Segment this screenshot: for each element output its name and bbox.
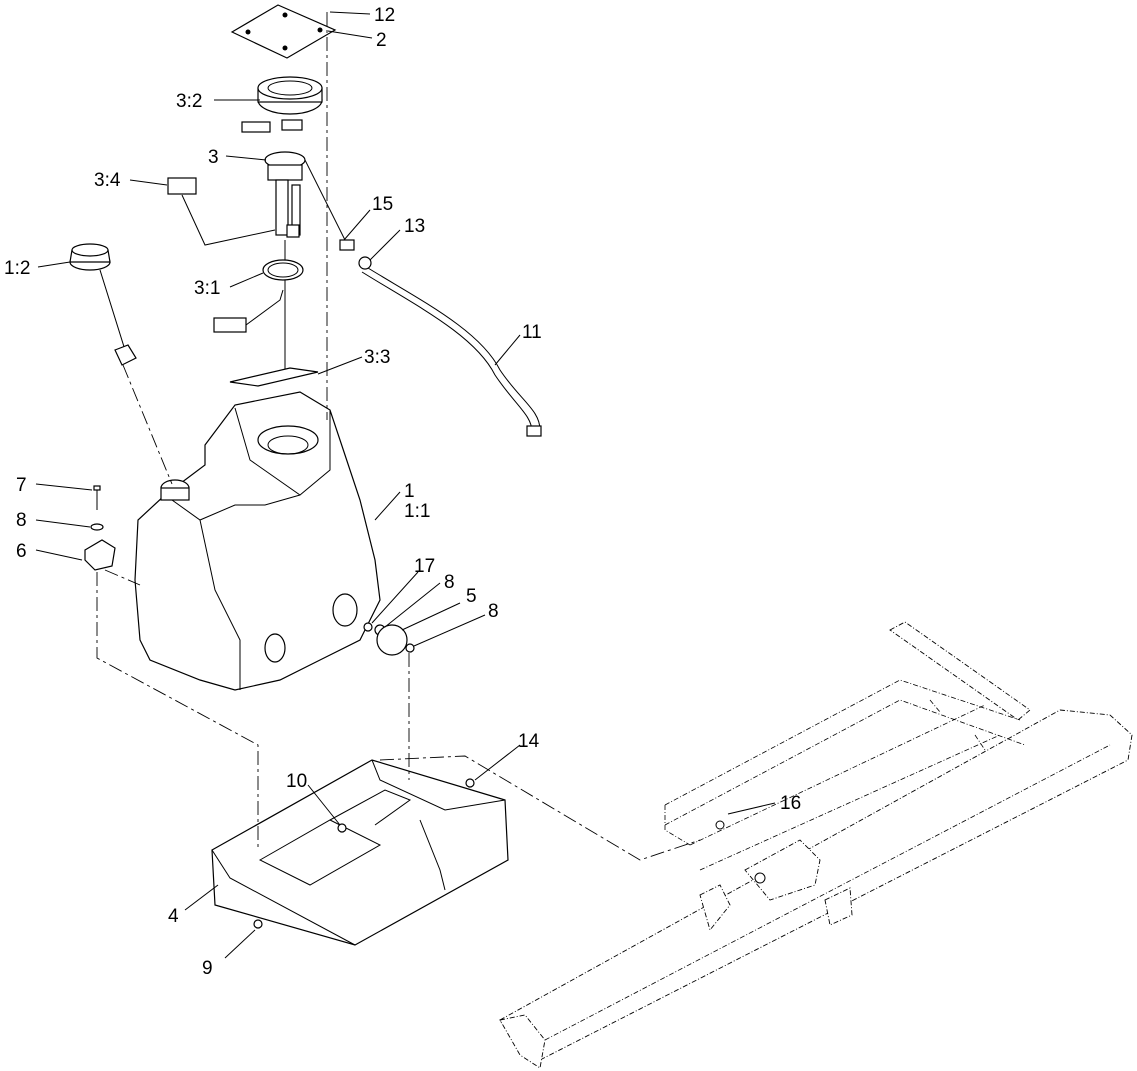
callout-17: 17 — [414, 556, 435, 577]
callout-5: 5 — [466, 586, 477, 607]
callout-9: 9 — [202, 958, 213, 979]
callout-11: 11 — [522, 322, 542, 343]
callout-14: 14 — [518, 731, 540, 752]
callout-1-1: 1:1 — [404, 501, 430, 522]
chassis-frame — [499, 621, 1133, 1069]
level-sender — [213, 289, 284, 333]
callout-labels: 12 2 3:2 3 3:4 15 13 1:2 3:1 11 3:3 7 1 … — [4, 5, 801, 979]
locking-ring — [257, 76, 323, 115]
connector-harness — [167, 177, 276, 246]
callout-1-2: 1:2 — [4, 258, 30, 279]
right-fasteners — [363, 622, 415, 656]
assembly-lines — [96, 12, 701, 861]
leader-lines — [35, 11, 776, 959]
callout-12: 12 — [374, 5, 395, 26]
callout-1: 1 — [404, 481, 415, 502]
callout-3-1: 3:1 — [194, 278, 220, 299]
fuel-tank — [134, 391, 381, 691]
pump-gasket — [262, 259, 304, 281]
callout-6: 6 — [16, 541, 27, 562]
callout-2: 2 — [376, 30, 387, 51]
fuel-cap — [69, 243, 137, 366]
callout-13: 13 — [404, 216, 425, 237]
callout-3-2: 3:2 — [176, 91, 202, 112]
float-pad — [229, 367, 319, 387]
callout-15: 15 — [372, 194, 393, 215]
callout-8-mid: 8 — [444, 572, 455, 593]
callout-3-4: 3:4 — [94, 170, 121, 191]
callout-3: 3 — [208, 147, 219, 168]
callout-8-left: 8 — [16, 510, 27, 531]
fuel-pump-assembly — [241, 119, 346, 380]
callout-8-right: 8 — [488, 601, 499, 622]
callout-4: 4 — [168, 906, 179, 927]
mounting-tray — [211, 759, 509, 946]
left-fasteners — [84, 485, 116, 571]
cover-plate — [230, 4, 337, 59]
callout-10: 10 — [286, 771, 307, 792]
callout-3-3: 3:3 — [364, 347, 390, 368]
callout-7: 7 — [16, 475, 27, 496]
callout-16: 16 — [780, 793, 801, 814]
fuel-hose — [339, 239, 542, 437]
